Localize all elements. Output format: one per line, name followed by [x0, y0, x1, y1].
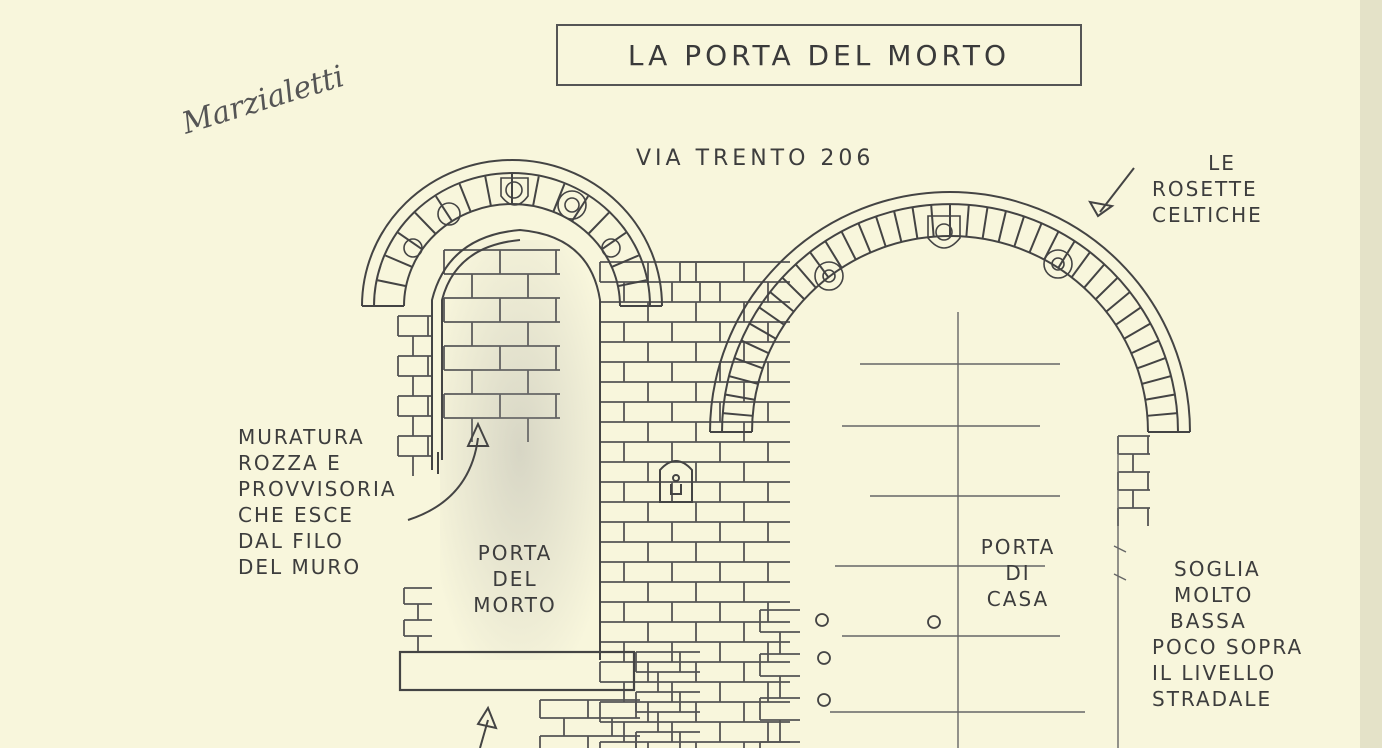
porta-casa-line-2: DI	[1005, 561, 1031, 585]
muratura-line-1: MURATURA	[238, 425, 365, 449]
rosette-line-1: LE	[1208, 151, 1236, 175]
soglia-line-2: MOLTO	[1174, 583, 1254, 607]
soglia-line-4: POCO SOPRA	[1152, 635, 1304, 659]
porta-morto-line-1: PORTA	[477, 541, 553, 565]
wall-niche	[659, 460, 693, 503]
rough-masonry-shading	[440, 240, 600, 660]
rosette-line-3: CELTICHE	[1152, 203, 1263, 227]
small-door-threshold	[398, 650, 636, 692]
door-studs	[815, 613, 941, 707]
porta-casa-line-1: PORTA	[980, 535, 1056, 559]
rosette-line-2: ROSETTE	[1152, 177, 1258, 201]
annotation-arrows	[407, 167, 1135, 748]
large-door-leaf	[830, 312, 1127, 748]
porta-morto-label: PORTA DEL MORTO	[450, 540, 580, 618]
soglia-line-3: BASSA	[1170, 609, 1247, 633]
muratura-label: MURATURA ROZZA E PROVVISORIA CHE ESCE DA…	[238, 424, 397, 580]
soglia-label: SOGLIA MOLTO BASSA POCO SOPRA IL LIVELLO…	[1152, 556, 1303, 712]
soglia-line-1: SOGLIA	[1174, 557, 1261, 581]
muratura-line-6: DEL MURO	[238, 555, 362, 579]
porta-morto-line-3: MORTO	[473, 593, 557, 617]
large-arch-rosettes	[814, 215, 1073, 291]
muratura-line-2: ROZZA E	[238, 451, 342, 475]
muratura-line-5: DAL FILO	[238, 529, 344, 553]
small-arch-rosettes	[403, 177, 621, 258]
title-box: LA PORTA DEL MORTO	[556, 24, 1082, 86]
soglia-line-6: STRADALE	[1152, 687, 1273, 711]
small-door-opening	[431, 228, 601, 660]
page-title: LA PORTA DEL MORTO	[627, 38, 1011, 72]
muratura-line-3: PROVVISORIA	[238, 477, 397, 501]
porta-morto-line-2: DEL	[492, 567, 538, 591]
rosette-label: LE ROSETTE CELTICHE	[1152, 150, 1292, 228]
muratura-line-4: CHE ESCE	[238, 503, 354, 527]
small-arch	[361, 159, 663, 307]
page-edge-shadow	[1360, 0, 1382, 748]
porta-casa-label: PORTA DI CASA	[958, 534, 1078, 612]
soglia-line-5: IL LIVELLO	[1152, 661, 1277, 685]
porta-casa-line-3: CASA	[986, 587, 1050, 611]
address-label: VIA TRENTO 206	[636, 146, 875, 171]
large-arch	[709, 191, 1191, 433]
